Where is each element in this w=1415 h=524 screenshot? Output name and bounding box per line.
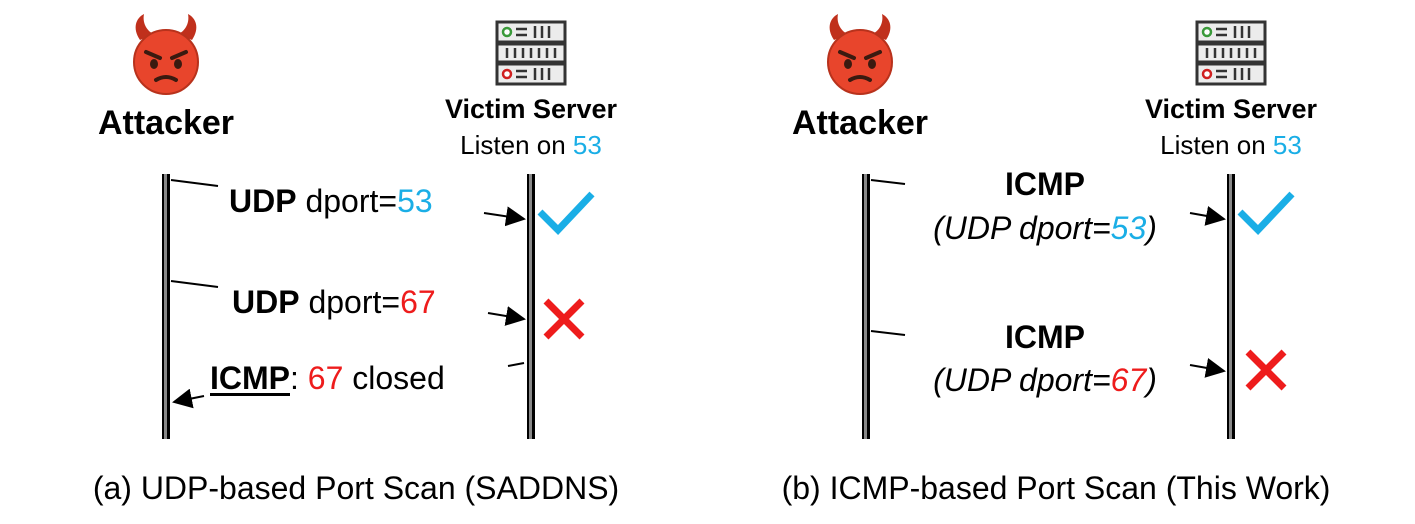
attacker-label: Attacker <box>791 104 929 142</box>
arrow-icmp-reply-start <box>507 362 525 367</box>
message-icmp-67-inner: (UDP dport=67) <box>933 364 1157 396</box>
listen-port: 53 <box>1272 130 1302 160</box>
arrow-udp53-start <box>170 179 219 187</box>
devil-face-icon <box>826 12 894 96</box>
inner-port: 53 <box>1110 210 1147 246</box>
inner-close: ) <box>1146 362 1157 398</box>
attacker-label: Attacker <box>97 104 235 142</box>
message-port: 53 <box>397 183 433 219</box>
listen-prefix: Listen on <box>1160 130 1266 160</box>
reply-port: 67 <box>307 360 344 396</box>
arrow-icmp53-end <box>1189 206 1226 226</box>
inner-close: ) <box>1146 210 1157 246</box>
message-icmp-53-inner: (UDP dport=53) <box>933 212 1157 244</box>
listen-port: 53 <box>572 130 602 160</box>
message-field: dport= <box>305 183 398 219</box>
message-udp-53: UDP dport=53 <box>229 185 433 217</box>
listen-prefix: Listen on <box>460 130 566 160</box>
message-protocol: UDP <box>229 183 297 219</box>
message-field: dport= <box>308 284 401 320</box>
reply-suffix: closed <box>352 360 445 396</box>
inner-port: 67 <box>1110 362 1147 398</box>
reply-sep: : <box>290 360 299 396</box>
arrow-icmp67-end <box>1189 358 1226 378</box>
server-rack-icon <box>495 20 567 86</box>
server-label: Victim Server <box>444 94 618 124</box>
caption-a: (a) UDP-based Port Scan (SADDNS) <box>92 470 620 506</box>
arrow-udp67-start <box>170 280 219 288</box>
listen-info: Listen on 53 <box>460 132 602 158</box>
checkmark-icon <box>1240 194 1292 230</box>
message-icmp-53-proto: ICMP <box>1005 168 1085 200</box>
arrow-icmp-reply-end <box>172 388 205 409</box>
inner-open: (UDP dport= <box>933 362 1111 398</box>
arrow-udp67-end <box>487 306 526 326</box>
arrow-udp53-end <box>483 206 526 227</box>
message-port: 67 <box>400 284 436 320</box>
devil-face-icon <box>132 12 200 96</box>
server-rack-icon <box>1195 20 1267 86</box>
message-protocol: ICMP <box>1005 166 1085 202</box>
message-icmp-67-proto: ICMP <box>1005 321 1085 353</box>
reply-protocol: ICMP <box>210 360 290 396</box>
checkmark-icon <box>540 194 592 230</box>
caption-b: (b) ICMP-based Port Scan (This Work) <box>781 470 1331 506</box>
message-udp-67: UDP dport=67 <box>232 286 436 318</box>
cross-icon <box>546 301 582 337</box>
message-protocol: UDP <box>232 284 300 320</box>
cross-icon <box>1248 352 1284 388</box>
arrow-icmp67-start <box>870 330 906 336</box>
inner-open: (UDP dport= <box>933 210 1111 246</box>
message-icmp-reply: ICMP: 67 closed <box>210 362 445 394</box>
server-label: Victim Server <box>1144 94 1318 124</box>
listen-info: Listen on 53 <box>1160 132 1302 158</box>
message-protocol: ICMP <box>1005 319 1085 355</box>
arrow-icmp53-start <box>870 179 906 185</box>
